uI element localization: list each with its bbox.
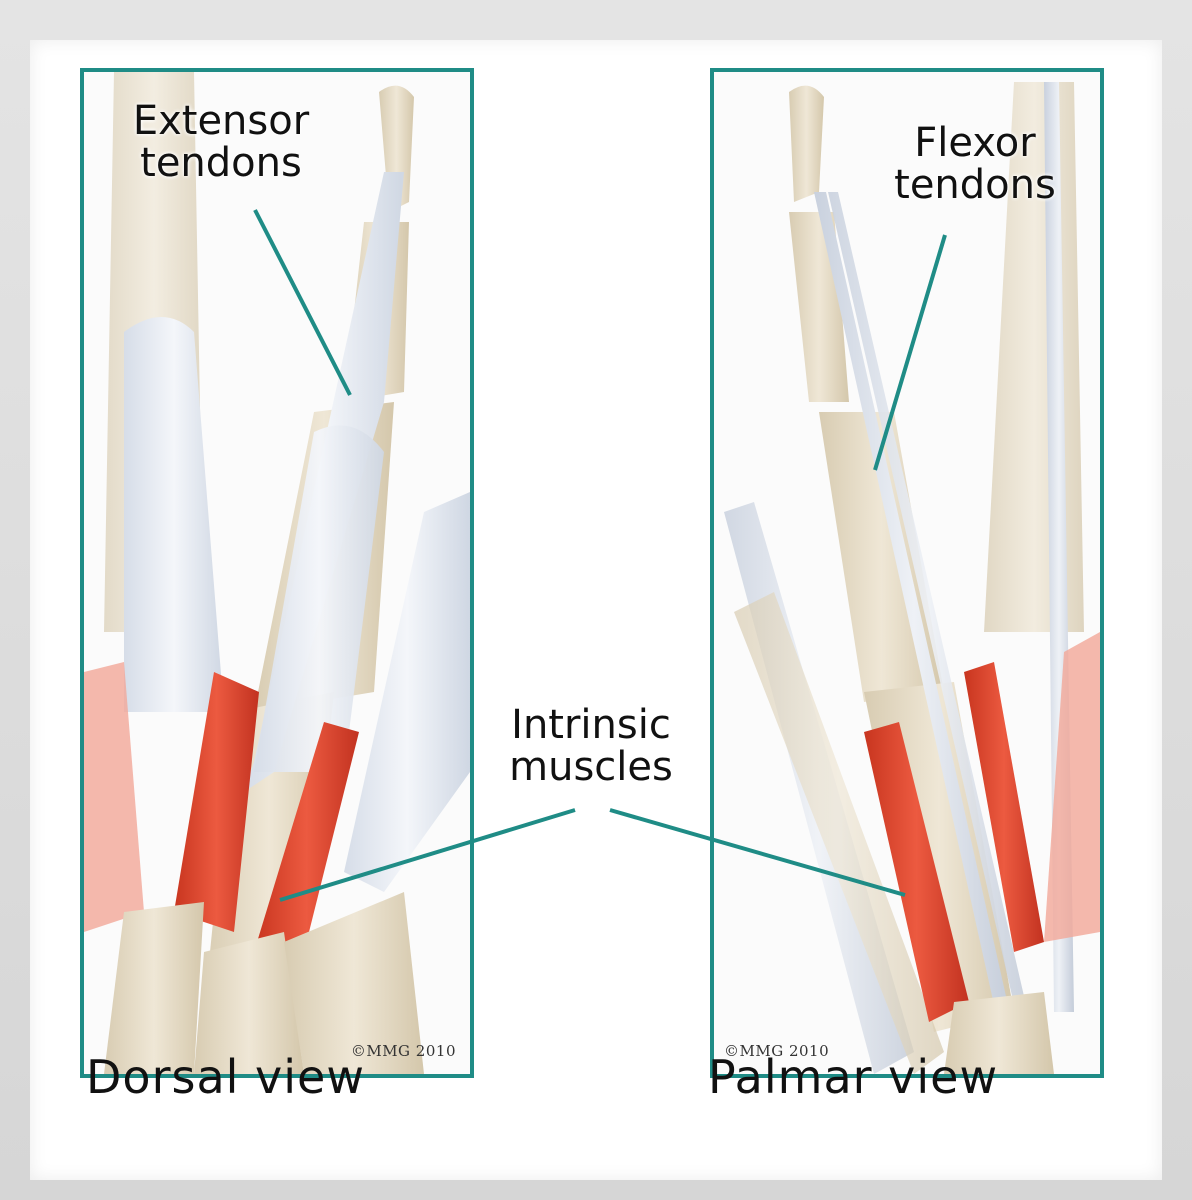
dorsal-copyright: ©MMG 2010 <box>350 1042 456 1060</box>
dorsal-view-panel: ©MMG 2010 <box>80 68 474 1078</box>
palmar-view-panel: ©MMG 2010 <box>710 68 1104 1078</box>
intrinsic-label-line2: muscles <box>509 744 673 790</box>
palmar-view-label: Palmar view <box>708 1050 999 1104</box>
dorsal-hand-illustration <box>84 72 470 1074</box>
flexor-label-line2: tendons <box>894 162 1056 208</box>
extensor-tendons-label: Extensor tendons <box>106 100 336 184</box>
flexor-label-line1: Flexor <box>914 120 1036 166</box>
palmar-hand-illustration <box>724 82 1100 1074</box>
dorsal-view-label: Dorsal view <box>86 1050 365 1104</box>
intrinsic-muscles-label: Intrinsic muscles <box>476 704 706 788</box>
intrinsic-label-line1: Intrinsic <box>511 702 671 748</box>
figure-canvas: ©MMG 2010 <box>30 40 1162 1180</box>
flexor-tendons-label: Flexor tendons <box>870 122 1080 206</box>
extensor-label-line1: Extensor <box>132 98 310 144</box>
extensor-label-line2: tendons <box>140 140 302 186</box>
palmar-copyright: ©MMG 2010 <box>724 1042 830 1060</box>
